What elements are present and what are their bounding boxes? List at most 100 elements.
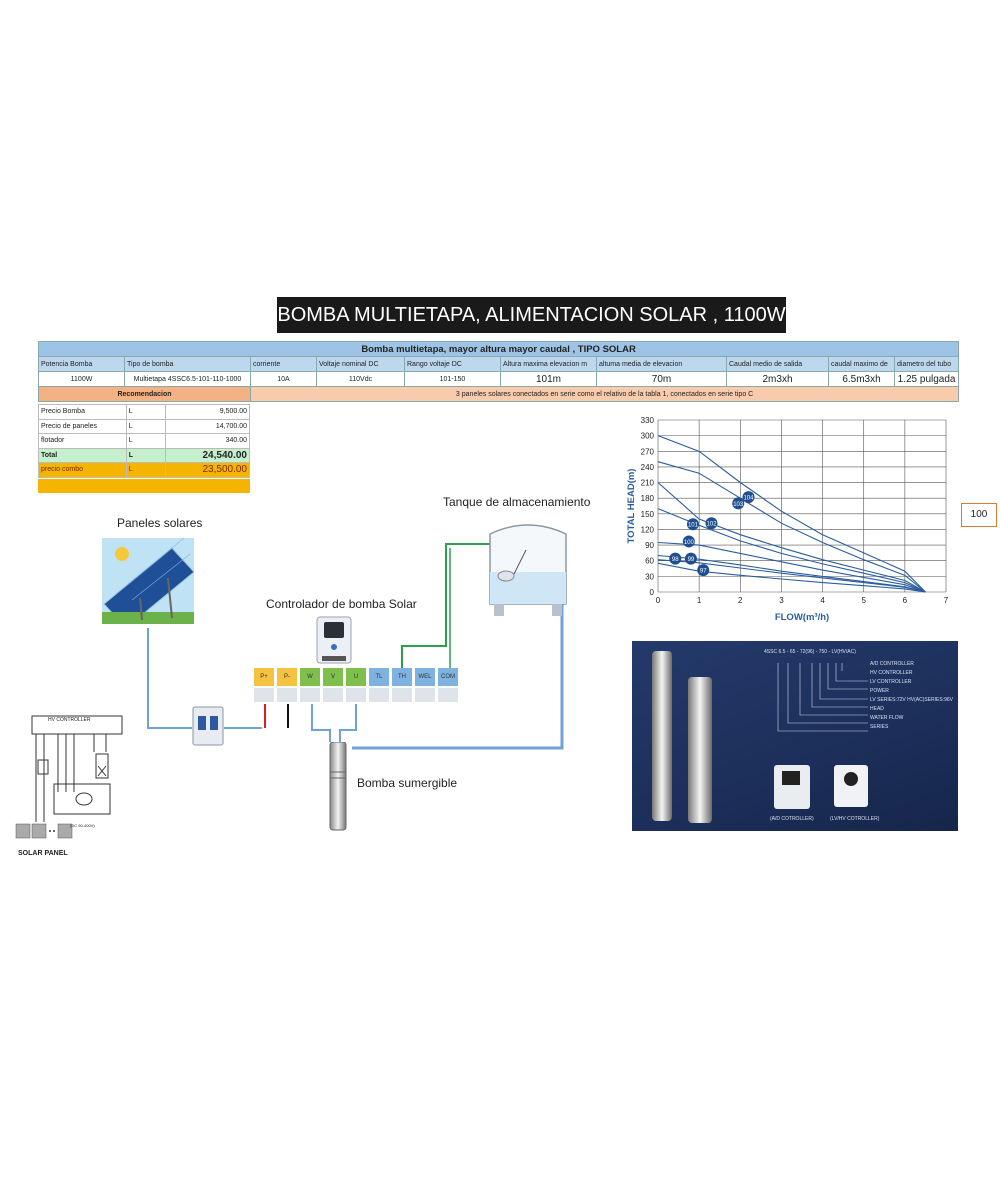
legend-item: A/D CONTROLLER <box>870 661 914 667</box>
legend-item: LV CONTROLLER <box>870 679 912 685</box>
x-axis-label: FLOW(m³/h) <box>775 612 829 623</box>
wiring-note: (DC 90-400V) <box>70 823 95 828</box>
price-currency: L <box>125 462 167 478</box>
curve-101 <box>657 508 926 593</box>
curve-marker <box>686 518 699 531</box>
terminal-p: P+ <box>254 668 274 686</box>
terminal-p: P- <box>277 668 297 686</box>
caption-ad-controller: (A/D COTROLLER) <box>770 816 814 822</box>
combo-highlight-bar <box>38 479 250 493</box>
price-label: precio combo <box>38 462 127 478</box>
y-tick-label: 270 <box>641 447 655 456</box>
terminal-slot <box>415 688 435 702</box>
curve-99 <box>657 554 926 593</box>
curve-label: 104 <box>744 496 755 502</box>
x-tick-label: 5 <box>861 596 866 605</box>
solar-panel-image <box>102 538 194 624</box>
curve-100 <box>657 541 926 593</box>
spec-column-header: diametro del tubo <box>893 356 960 372</box>
curve-label: 100 <box>684 540 695 546</box>
terminal-u: U <box>346 668 366 686</box>
spec-column-header: corriente <box>250 356 317 372</box>
circuit-breaker-icon <box>192 706 224 746</box>
price-amount: 23,500.00 <box>165 462 250 478</box>
curve-103 <box>657 461 926 593</box>
terminal-slot <box>438 688 458 702</box>
x-tick-label: 3 <box>779 596 784 605</box>
terminal-slot <box>369 688 389 702</box>
panels-label: Paneles solares <box>117 516 203 530</box>
curve-104 <box>657 435 926 593</box>
price-amount: 24,540.00 <box>165 447 250 463</box>
spec-column-header: Rango voltaje DC <box>404 356 501 372</box>
y-tick-label: 330 <box>641 416 655 425</box>
wiring-solar-label: SOLAR PANEL <box>18 850 68 857</box>
curve-label: 101 <box>688 523 699 529</box>
panel-to-breaker-line <box>147 628 192 729</box>
tank-label: Tanque de almacenamiento <box>443 495 591 509</box>
wiring-title: HV CONTROLLER <box>48 717 91 723</box>
spec-column-header: Voltaje nominal DC <box>316 356 405 372</box>
y-tick-label: 60 <box>645 557 654 566</box>
curve-marker <box>684 552 697 565</box>
terminal-slot <box>392 688 412 702</box>
y-tick-label: 180 <box>641 494 655 503</box>
spec-column-header: Potencia Bomba <box>38 356 125 372</box>
pump-label: Bomba sumergible <box>357 776 458 790</box>
y-tick-label: 150 <box>641 510 655 519</box>
x-tick-label: 7 <box>944 596 949 605</box>
pump-wire-left <box>311 704 331 742</box>
legend-item: LV SERIES:72V HV(AC)SERIES:96V <box>870 697 953 703</box>
pump-wire-right <box>339 704 357 742</box>
y-axis-label: TOTAL HEAD(m) <box>626 469 637 544</box>
spec-table-header: Bomba multietapa, mayor altura mayor cau… <box>37 341 960 357</box>
curve-label: 97 <box>700 569 707 575</box>
curve-marker <box>697 564 710 577</box>
terminal-tl: TL <box>369 668 389 686</box>
recommendation-note: 3 paneles solares conectados en serie co… <box>249 386 960 402</box>
storage-tank-image <box>489 524 567 616</box>
spec-table: Bomba multietapa, mayor altura mayor cau… <box>37 341 960 402</box>
legend-item: SERIES <box>870 724 889 730</box>
terminal-wel: WEL <box>415 668 435 686</box>
curve-102 <box>657 482 926 593</box>
terminal-slot <box>254 688 274 702</box>
spec-column-header: Altura maxima elevacion m <box>500 356 597 372</box>
terminal-v: V <box>323 668 343 686</box>
y-tick-label: 240 <box>641 463 655 472</box>
legend-item: HEAD <box>870 706 884 712</box>
curve-marker <box>742 491 755 504</box>
curve-98 <box>657 559 926 593</box>
product-photo: 4SSC 6.5 - 65 - 72(96) - 750 - LV(HV/AC)… <box>632 641 958 831</box>
value-badge: 100 <box>961 503 997 527</box>
legend-item: HV CONTROLLER <box>870 670 913 676</box>
price-label: Total <box>38 447 127 463</box>
terminal-slot <box>277 688 297 702</box>
tank-outlet-pipe <box>352 556 564 750</box>
curve-marker <box>682 535 695 548</box>
spec-column-header: Tipo de bomba <box>124 356 251 372</box>
curve-label: 98 <box>672 557 679 563</box>
y-tick-label: 120 <box>641 525 655 534</box>
controller-label: Controlador de bomba Solar <box>266 597 417 611</box>
y-tick-label: 210 <box>641 479 655 488</box>
x-tick-label: 1 <box>697 596 702 605</box>
x-tick-label: 4 <box>820 596 825 605</box>
curve-label: 99 <box>688 557 695 563</box>
terminal-w: W <box>300 668 320 686</box>
curve-marker <box>669 552 682 565</box>
y-tick-label: 300 <box>641 432 655 441</box>
y-tick-label: 30 <box>645 572 654 581</box>
submersible-pump-image <box>329 742 347 831</box>
pump-controller-image <box>316 616 352 664</box>
